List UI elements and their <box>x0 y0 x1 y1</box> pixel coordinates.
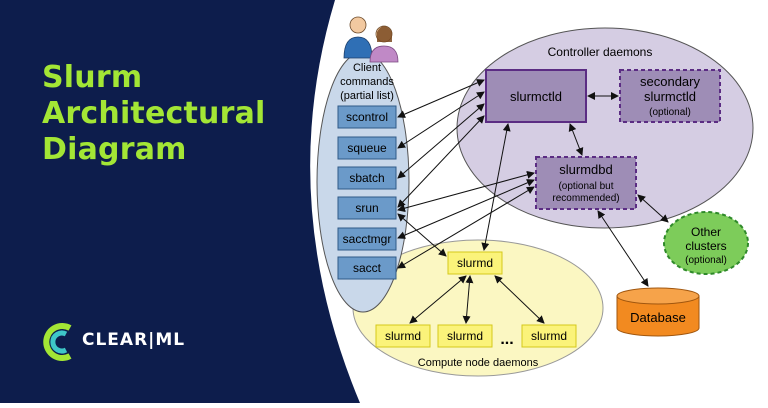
command-box-srun: srun <box>337 196 397 220</box>
dark-blue-panel <box>0 0 360 403</box>
slurmd-label: slurmd <box>447 329 483 343</box>
other-clusters-label: clusters <box>685 239 726 253</box>
arrow <box>397 213 447 257</box>
connection-arrows <box>397 79 669 324</box>
slurmd-node-box: slurmd <box>375 324 431 348</box>
slurmdbd-note: (optional but <box>558 181 613 192</box>
arrow <box>568 123 584 156</box>
slurmd-node-box: slurmd <box>437 324 493 348</box>
compute-ellipsis: ... <box>500 331 513 348</box>
title-line: Slurm <box>42 60 143 95</box>
command-box-scontrol: scontrol <box>337 105 397 129</box>
slurmd-node-box: slurmd <box>521 324 577 348</box>
arrow <box>481 123 511 251</box>
client-commands-label: (partial list) <box>340 90 394 102</box>
slurmd-label: slurmd <box>531 329 567 343</box>
secondary-slurmctld-label: secondary <box>640 74 700 89</box>
slurmdbd-label: slurmdbd <box>559 162 612 177</box>
secondary-slurmctld-label: slurmctld <box>644 89 696 104</box>
secondary-slurmctld-box: secondary slurmctld (optional) <box>619 69 721 123</box>
database-cylinder: Database <box>616 287 700 337</box>
command-box-sacct: sacct <box>337 256 397 280</box>
client-commands-label: Client <box>353 62 381 74</box>
compute-node-daemons-label: Compute node daemons <box>418 357 539 369</box>
command-label: srun <box>355 201 378 215</box>
arrow <box>397 179 535 239</box>
command-label: sacct <box>353 261 382 275</box>
two-users-icon <box>343 16 399 63</box>
arrow <box>409 275 467 324</box>
other-clusters-node: Other clusters (optional) <box>663 211 749 275</box>
slurmd-label: slurmd <box>457 256 493 270</box>
command-label: squeue <box>347 141 387 155</box>
database-label: Database <box>630 310 686 325</box>
title-line: Architectural <box>42 96 266 131</box>
secondary-slurmctld-note: (optional) <box>649 107 691 118</box>
controller-daemons-label: Controller daemons <box>548 45 653 59</box>
command-label: sbatch <box>349 171 384 185</box>
slurmctld-box: slurmctld <box>485 69 587 123</box>
other-clusters-label: Other <box>691 225 721 239</box>
client-commands-label: commands <box>340 76 394 88</box>
slurmdbd-box: slurmdbd (optional but recommended) <box>535 156 637 210</box>
slide-title: Slurm Architectural Diagram <box>42 60 272 168</box>
title-line: Diagram <box>42 132 187 167</box>
clearml-logo-icon <box>43 323 72 361</box>
command-label: scontrol <box>346 110 388 124</box>
command-label: sacctmgr <box>343 232 392 246</box>
arrow <box>597 210 649 287</box>
arrow <box>462 275 474 324</box>
command-box-sacctmgr: sacctmgr <box>337 227 397 251</box>
slurmdbd-note: recommended) <box>552 193 619 204</box>
slurmctld-label: slurmctld <box>510 89 562 104</box>
command-box-squeue: squeue <box>337 136 397 160</box>
slurmd-label: slurmd <box>385 329 421 343</box>
slurmd-top-box: slurmd <box>447 251 503 275</box>
command-box-sbatch: sbatch <box>337 166 397 190</box>
logo-text: CLEAR|ML <box>82 330 186 350</box>
arrow <box>494 275 545 324</box>
arrow <box>637 194 669 223</box>
other-clusters-note: (optional) <box>685 255 727 266</box>
clearml-logo: CLEAR|ML <box>40 320 184 364</box>
